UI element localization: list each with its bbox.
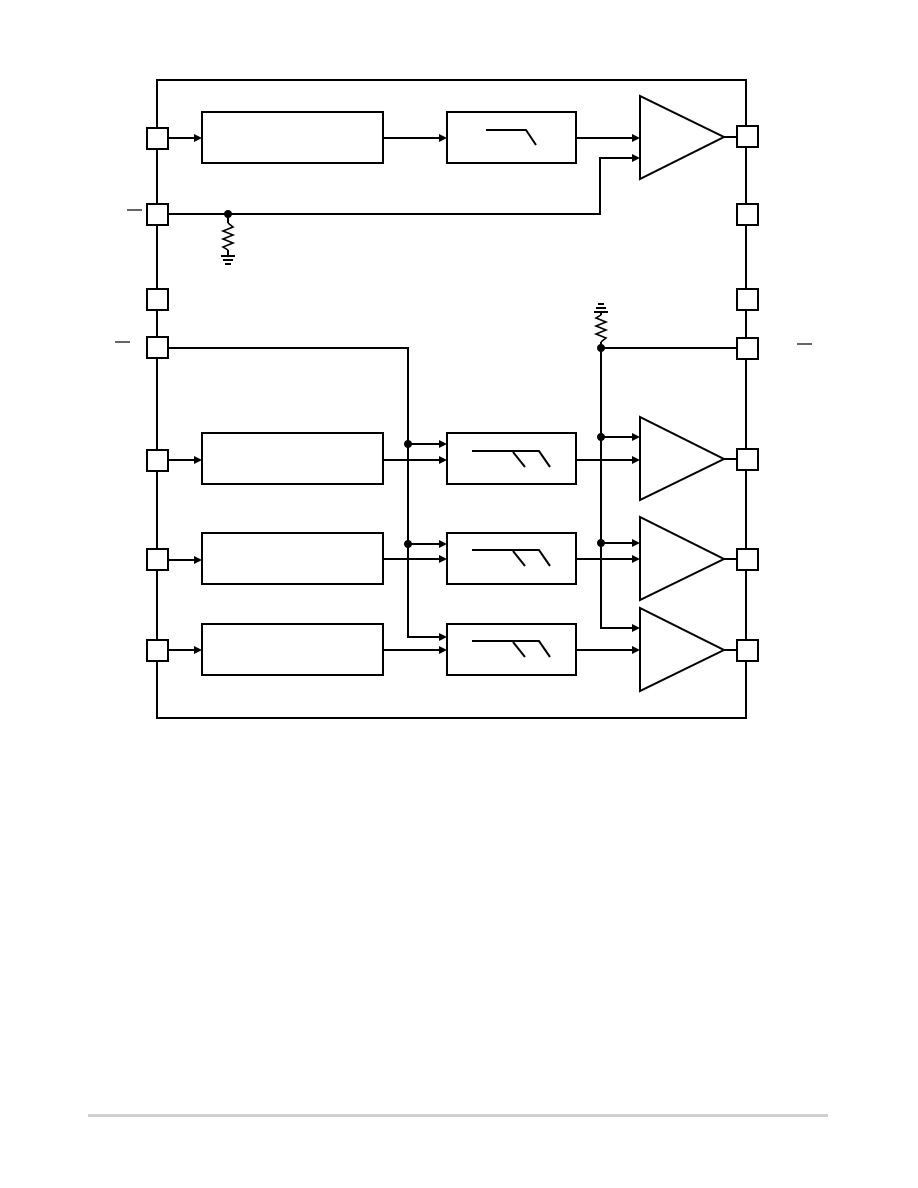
- arrow: [439, 555, 447, 563]
- pin-right-2: [736, 203, 759, 226]
- arrow: [439, 633, 447, 641]
- wire: [169, 157, 635, 215]
- pin-left-4: [146, 336, 169, 359]
- pin-left-2: [146, 203, 169, 226]
- chip-outline: [156, 79, 747, 719]
- wire: [600, 348, 635, 629]
- arrow: [439, 456, 447, 464]
- resistor-icon: [220, 222, 236, 251]
- junction-dot: [597, 433, 605, 441]
- input-block-top: [201, 111, 384, 164]
- arrow: [194, 134, 202, 142]
- input-block-3: [201, 623, 384, 676]
- amplifier-2: [639, 515, 727, 602]
- junction-dot: [597, 539, 605, 547]
- pin-right-3: [736, 288, 759, 311]
- filter-response-icon-1: [472, 450, 551, 468]
- input-block-1: [201, 432, 384, 485]
- arrow: [632, 555, 640, 563]
- pin-right-4: [736, 337, 759, 360]
- arrow: [439, 646, 447, 654]
- filter-response-icon-2: [472, 549, 551, 567]
- arrow: [632, 154, 640, 162]
- arrow: [439, 440, 447, 448]
- arrow: [632, 134, 640, 142]
- junction-dot: [404, 540, 412, 548]
- filter-block-2: [446, 532, 577, 585]
- pin-left-7: [146, 639, 169, 662]
- pin-left-1: [146, 127, 169, 150]
- pin-right-1: [736, 125, 759, 148]
- arrow: [632, 539, 640, 547]
- supply-icon: [594, 303, 608, 313]
- pin-left-3: [146, 288, 169, 311]
- arrow: [632, 646, 640, 654]
- pin-right-7: [736, 639, 759, 662]
- ground-icon: [221, 255, 235, 265]
- filter-block-1: [446, 432, 577, 485]
- pin-right-5: [736, 448, 759, 471]
- arrow: [632, 433, 640, 441]
- arrow: [194, 646, 202, 654]
- filter-block-3: [446, 623, 577, 676]
- arrow: [194, 556, 202, 564]
- filter-block-top: [446, 111, 577, 164]
- input-block-2: [201, 532, 384, 585]
- footer-divider: [88, 1114, 828, 1117]
- arrow: [194, 456, 202, 464]
- pin-left-5: [146, 449, 169, 472]
- junction-dot: [404, 440, 412, 448]
- arrow: [632, 624, 640, 632]
- resistor-icon: [593, 314, 609, 343]
- lowpass-response-icon-top: [486, 129, 537, 146]
- amplifier-3: [639, 606, 727, 693]
- pin-right-6: [736, 548, 759, 571]
- arrow: [439, 540, 447, 548]
- arrow: [632, 456, 640, 464]
- amplifier-top: [639, 94, 727, 181]
- wire: [169, 347, 442, 638]
- amplifier-1: [639, 415, 727, 502]
- filter-response-icon-3: [472, 640, 551, 658]
- pin-left-6: [146, 548, 169, 571]
- arrow: [439, 134, 447, 142]
